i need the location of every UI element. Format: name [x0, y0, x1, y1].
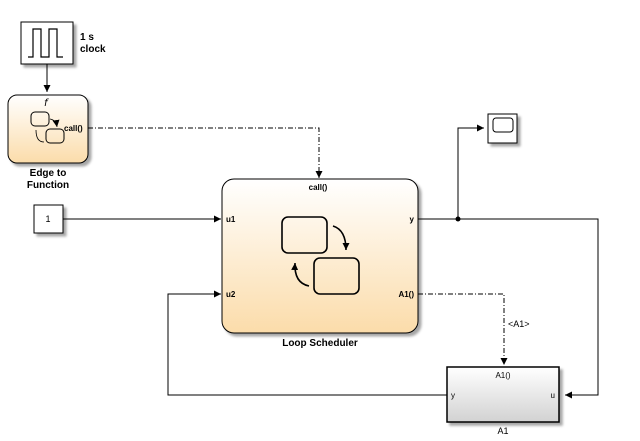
scope-screen-icon: [492, 117, 514, 133]
a1-output-port-y: y: [451, 391, 455, 400]
feedback-line[interactable]: [167, 290, 447, 396]
edge-to-function-block[interactable]: f call(): [7, 94, 89, 164]
rising-edge-trigger-icon: f: [44, 98, 49, 109]
loop-scheduler-port-u1: u1: [226, 215, 236, 224]
y-output-line[interactable]: [418, 218, 599, 399]
scope-block[interactable]: [487, 113, 518, 144]
a1-call-line[interactable]: [418, 293, 508, 365]
stateflow-chart-icon: [281, 216, 360, 295]
y-to-scope-line[interactable]: [457, 124, 484, 219]
a1-input-port-u: u: [551, 391, 555, 400]
edge-to-function-name-line1: Edge to: [30, 168, 67, 179]
function-call-line[interactable]: [88, 127, 323, 178]
loop-scheduler-port-y: y: [410, 215, 415, 224]
constant-value: 1: [45, 214, 50, 224]
edge-to-function-name-line2: Function: [27, 180, 69, 191]
loop-scheduler-port-u2: u2: [226, 290, 236, 299]
clock-block[interactable]: [20, 21, 74, 65]
branch-point: [455, 216, 461, 222]
constant-block[interactable]: 1: [33, 204, 64, 234]
edge-call-port-label: call(): [64, 124, 83, 133]
a1-call-signal-label: <A1>: [508, 319, 530, 329]
loop-scheduler-port-a1: A1(): [398, 290, 414, 299]
pulse-wave-icon: [28, 28, 63, 58]
loop-scheduler-name: Loop Scheduler: [282, 338, 358, 349]
a1-name: A1: [497, 426, 508, 436]
loop-scheduler-block[interactable]: call() u1 u2 y A1(): [221, 178, 419, 334]
stateflow-chart-icon: [30, 111, 65, 144]
a1-subsystem-block[interactable]: A1() y u: [446, 366, 560, 423]
loop-scheduler-call-port: call(): [309, 183, 328, 192]
clock-label-line1: 1 s: [80, 32, 94, 43]
a1-trigger-port: A1(): [495, 371, 510, 380]
clock-label-line2: clock: [80, 44, 106, 55]
